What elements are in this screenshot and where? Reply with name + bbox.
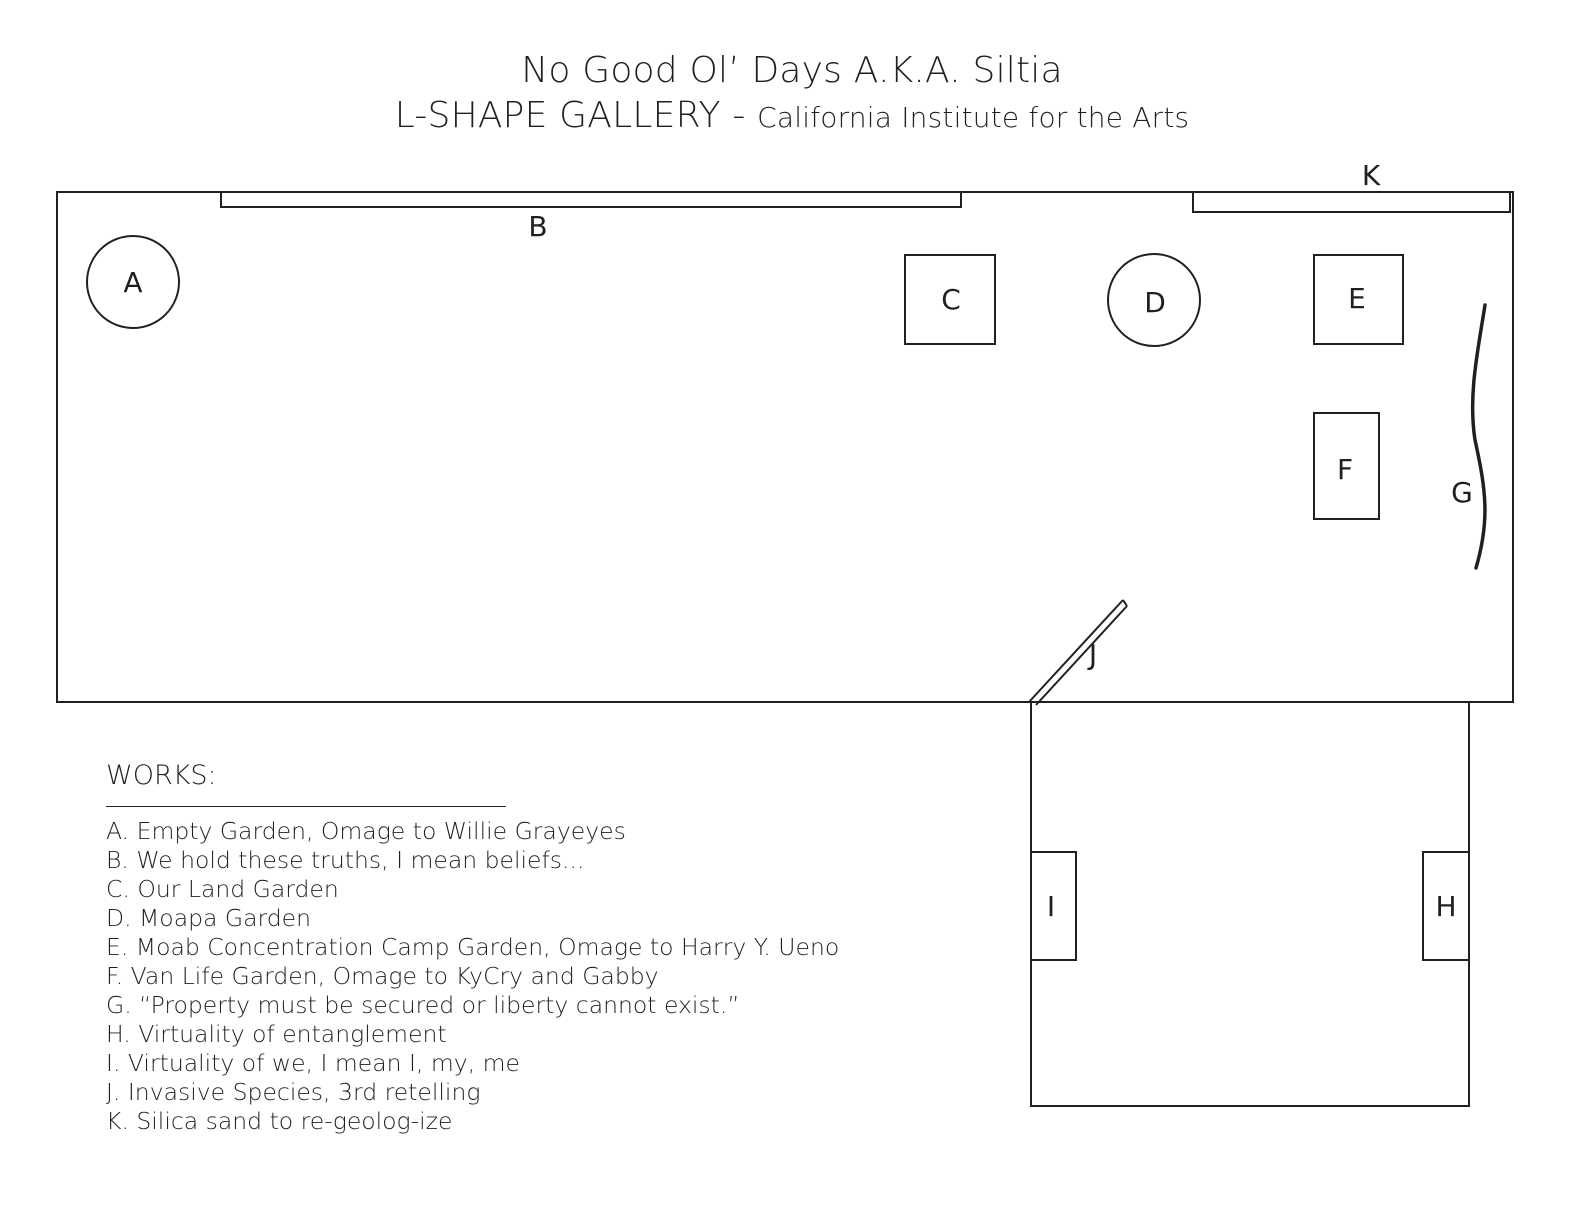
label-e: E	[1348, 282, 1366, 315]
work-h-shape	[1422, 851, 1470, 961]
work-item-f: F. Van Life Garden, Omage to KyCry and G…	[106, 962, 659, 990]
institution-name: California Institute for the Arts	[757, 101, 1190, 134]
label-b: B	[528, 210, 547, 243]
works-heading: WORKS:	[106, 760, 217, 791]
label-c: C	[941, 283, 961, 316]
label-g: G	[1451, 476, 1473, 509]
work-item-a: A. Empty Garden, Omage to Willie Grayeye…	[106, 817, 626, 845]
work-k-shape	[1192, 191, 1511, 213]
heading-separator: -	[720, 95, 758, 136]
works-divider	[106, 806, 506, 807]
work-c-shape	[904, 254, 996, 345]
work-item-j: J. Invasive Species, 3rd retelling	[106, 1078, 481, 1106]
work-item-g: G. “Property must be secured or liberty …	[106, 991, 740, 1019]
work-e-shape	[1313, 254, 1404, 345]
label-f: F	[1337, 453, 1353, 486]
work-item-e: E. Moab Concentration Camp Garden, Omage…	[106, 933, 840, 961]
label-h: H	[1435, 890, 1456, 923]
work-i-shape	[1030, 851, 1077, 961]
work-a-shape	[86, 235, 180, 329]
work-f-shape	[1313, 412, 1380, 520]
work-item-b: B. We hold these truths, I mean beliefs.…	[106, 846, 585, 874]
work-d-shape	[1107, 253, 1201, 347]
gallery-heading: L-SHAPE GALLERY - California Institute f…	[0, 95, 1584, 136]
works-list: A. Empty Garden, Omage to Willie Grayeye…	[106, 817, 839, 1136]
work-item-d: D. Moapa Garden	[106, 904, 312, 932]
work-j-shape	[1028, 599, 1128, 706]
label-k: K	[1362, 159, 1381, 192]
exhibition-title: No Good Ol’ Days A.K.A. Siltia	[521, 50, 1063, 91]
label-d: D	[1144, 286, 1166, 319]
work-g-shape	[1470, 303, 1487, 570]
label-a: A	[123, 266, 142, 299]
label-i: I	[1047, 890, 1055, 923]
work-item-c: C. Our Land Garden	[106, 875, 339, 903]
lower-room-outline	[1030, 701, 1470, 1107]
main-room-outline	[56, 191, 1514, 703]
label-j: J	[1087, 638, 1097, 671]
work-item-i: I. Virtuality of we, I mean I, my, me	[106, 1049, 520, 1077]
work-item-h: H. Virtuality of entanglement	[106, 1020, 447, 1048]
work-b-shape	[220, 191, 962, 208]
gallery-name: L-SHAPE GALLERY	[394, 95, 721, 136]
work-item-k: K. Silica sand to re-geolog-ize	[106, 1107, 453, 1135]
